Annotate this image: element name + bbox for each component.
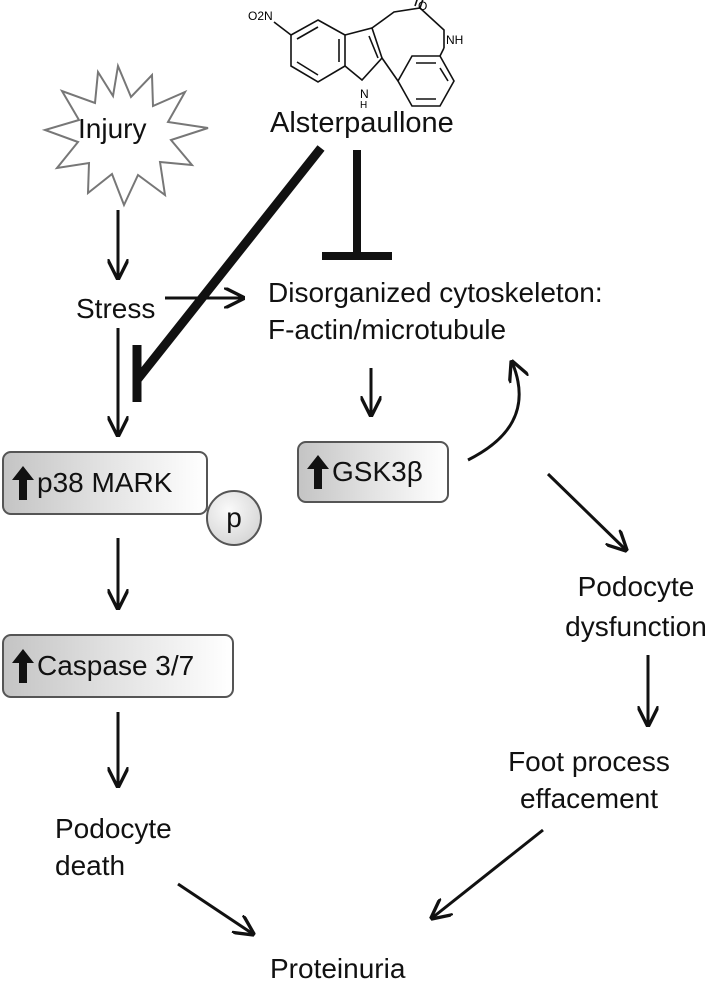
caspase-label: Caspase 3/7: [37, 650, 195, 681]
gsk3b-label: GSK3β: [332, 456, 423, 487]
up-arrow-icon: [12, 649, 34, 683]
phospho-badge: p: [206, 490, 262, 546]
arrow-death-proteinuria: [177, 882, 253, 934]
alsterpaullone-label: Alsterpaullone: [270, 107, 454, 139]
podocyte-death-line1: Podocyte: [55, 813, 172, 844]
indole-n-label: N: [360, 87, 369, 101]
stress-label: Stress: [76, 293, 156, 324]
nitro-label: O2N: [248, 9, 273, 23]
podocyte-death-line2: death: [55, 850, 126, 881]
injury-label: Injury: [78, 113, 147, 144]
phospho-label: p: [226, 502, 242, 533]
foot-process-line2: effacement: [519, 783, 659, 814]
cytoskeleton-label-line1: Disorganized cytoskeleton:: [268, 277, 603, 308]
up-arrow-icon: [12, 466, 34, 500]
cytoskeleton-label-line2: F-actin/microtubule: [268, 314, 507, 345]
lactam-nh-label: NH: [446, 33, 463, 47]
up-arrow-icon: [307, 455, 329, 489]
podocyte-dysfunction-line1: Podocyte: [577, 571, 695, 602]
p38-label: p38 MARK: [37, 467, 173, 498]
indole-h-label: H: [360, 100, 367, 111]
starburst-icon: [41, 62, 209, 208]
gsk3b-node: GSK3β: [297, 441, 449, 503]
podocyte-dysfunction-line2: dysfunction: [565, 611, 707, 642]
p38-node: p38 MARK: [2, 451, 208, 515]
alsterpaullone-structure-icon: [273, 0, 455, 107]
proteinuria-label: Proteinuria: [270, 953, 406, 984]
arrow-gsk-dysfunction: [546, 472, 626, 550]
foot-process-line1: Foot process: [508, 746, 670, 777]
carbonyl-o-label: O: [418, 0, 427, 13]
caspase-node: Caspase 3/7: [2, 634, 234, 698]
inhibition-line-p38: [133, 145, 325, 383]
arrow-foot-proteinuria: [432, 828, 544, 918]
arrow-gsk-feedback: [467, 362, 519, 462]
